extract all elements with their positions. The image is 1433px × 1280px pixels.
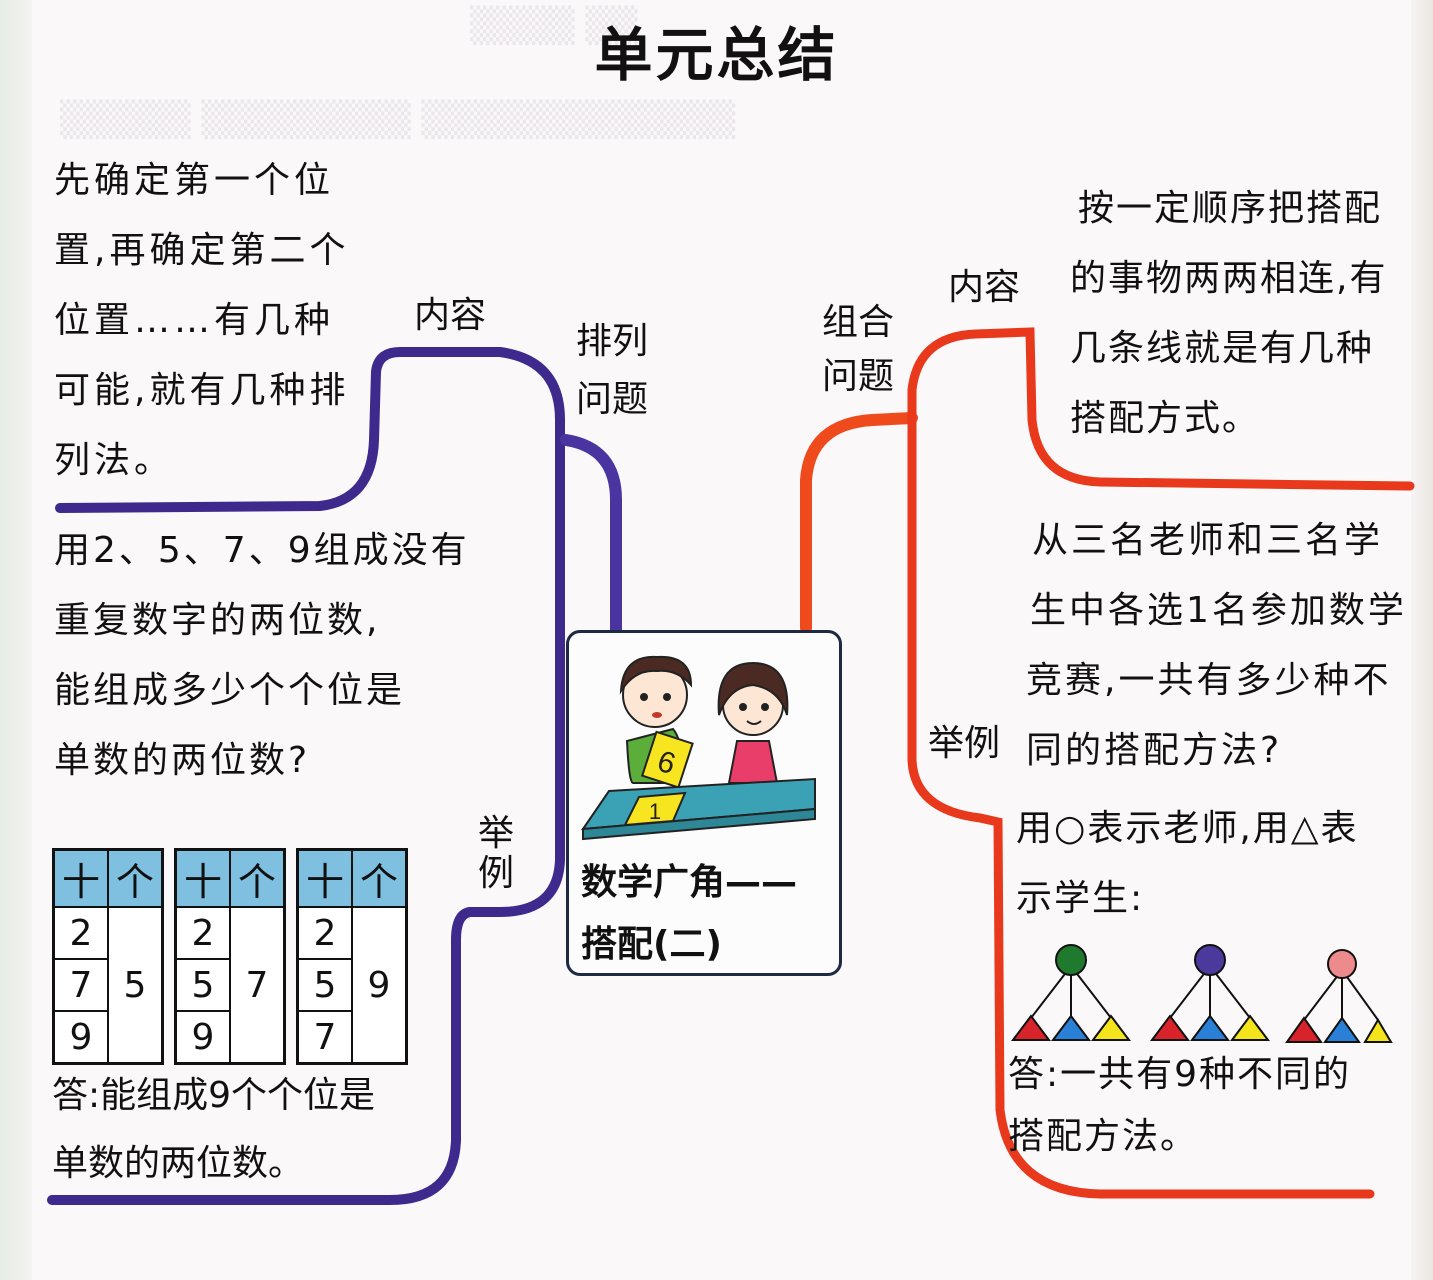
branch-label-combination: 组合 问题: [822, 302, 895, 397]
show-through-text: ▒▒▒▒▒ ▒▒▒▒▒▒▒▒ ▒▒▒▒▒▒▒▒▒▒▒▒: [60, 100, 736, 140]
student-triangle-icon: [1323, 1016, 1361, 1043]
teacher-tree-2: [1150, 944, 1270, 1041]
left-content-label: 内容: [414, 295, 487, 336]
left-content-text: 先确定第一个位 置,再确定第二个 位置……有几种 可能,就有几种排 列法。: [54, 160, 350, 481]
right-main-line: [800, 412, 918, 634]
left-content-line: [55, 347, 565, 513]
teacher-tree-1: [1011, 944, 1131, 1041]
teacher-circle-icon: [1327, 949, 1357, 979]
page-left-edge: [0, 0, 32, 1280]
right-example-question: 从三名老师和三名学 生中各选1名参加数学 竞赛,一共有多少种不 同的搭配方法?: [1026, 520, 1407, 771]
student-triangle-icon: [1363, 1018, 1393, 1043]
left-example-label: 举 例: [478, 813, 515, 894]
right-content-label: 内容: [948, 267, 1021, 308]
right-example-answer: 答:一共有9种不同的 搭配方法。: [1008, 1054, 1352, 1157]
left-example-line: [47, 415, 565, 1205]
student-triangle-icon: [1190, 1014, 1230, 1041]
matching-tree-diagram: [1011, 944, 1393, 1043]
right-content-line: [907, 327, 1415, 491]
children-illustration: 6 1: [580, 655, 816, 841]
left-example-answer: 答:能组成9个个位是 单数的两位数。: [52, 1075, 376, 1184]
teacher-tree-3: [1285, 949, 1393, 1043]
page-right-edge: [1411, 0, 1433, 1280]
center-title-line2: 搭配(二): [581, 924, 722, 965]
center-title-line1: 数学广角——: [581, 862, 798, 903]
student-triangle-icon: [1091, 1014, 1131, 1041]
teacher-circle-icon: [1194, 944, 1226, 976]
show-through-text: ▒▒▒▒ ▒▒: [470, 6, 638, 46]
student-triangle-icon: [1230, 1014, 1270, 1041]
center-topic-card: 6 1 数学广角—— 搭配(二): [566, 630, 842, 976]
right-content-text: 按一定顺序把搭配 的事物两两相连,有 几条线就是有几种 搭配方式。: [1070, 188, 1388, 439]
left-example-question: 用2、5、7、9组成没有 重复数字的两位数, 能组成多少个个位是 单数的两位数?: [54, 530, 470, 781]
student-triangle-icon: [1011, 1014, 1051, 1041]
student-triangle-icon: [1051, 1014, 1091, 1041]
right-example-line: [907, 415, 1375, 1199]
right-example-label: 举例: [928, 723, 1001, 764]
branch-label-permutation: 排列 问题: [576, 321, 649, 420]
left-main-line: [560, 434, 622, 638]
right-example-legend: 用○表示老师,用△表 示学生:: [1016, 808, 1359, 919]
teacher-circle-icon: [1055, 944, 1087, 976]
student-triangle-icon: [1150, 1014, 1190, 1041]
student-triangle-icon: [1285, 1016, 1323, 1043]
svg-text:1: 1: [649, 799, 661, 824]
page-title: 单元总结: [594, 21, 839, 89]
